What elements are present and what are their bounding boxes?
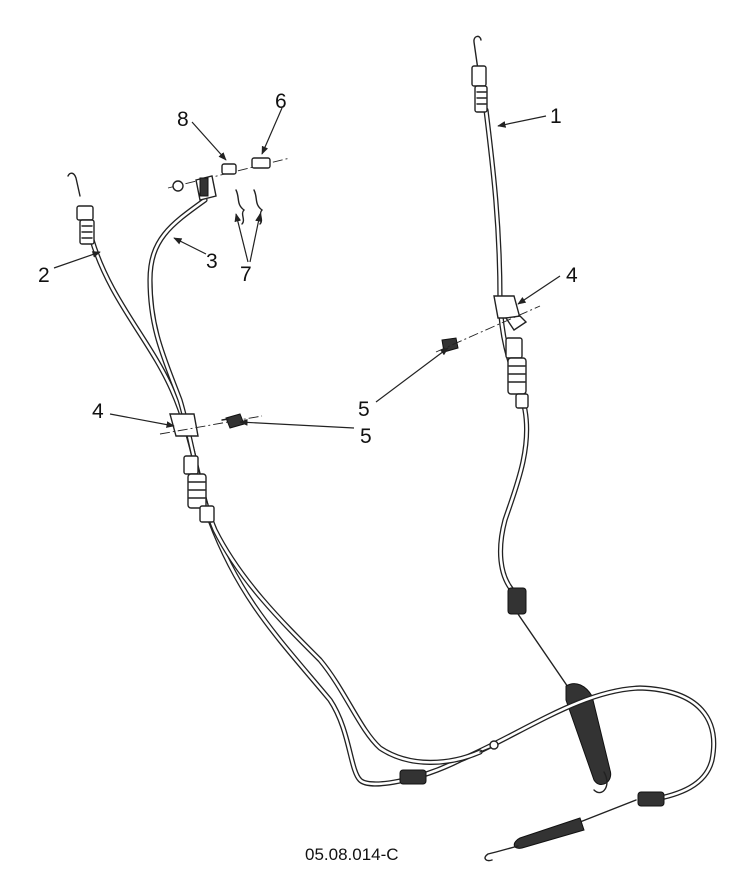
cable-1 bbox=[471, 35, 612, 794]
callout-6: 6 bbox=[275, 90, 287, 113]
callout-4-left: 4 bbox=[92, 400, 104, 423]
cable-bracket-left bbox=[159, 413, 263, 523]
callout-2: 2 bbox=[38, 264, 50, 287]
screw-5-right bbox=[435, 305, 541, 353]
callout-3: 3 bbox=[206, 250, 218, 273]
callout-5-left: 5 bbox=[360, 425, 372, 448]
callout-8: 8 bbox=[177, 108, 189, 131]
cable-2 bbox=[67, 172, 717, 862]
callout-5-right: 5 bbox=[358, 398, 370, 421]
screw-5-left bbox=[221, 413, 245, 429]
cable-3 bbox=[147, 197, 499, 785]
callout-7: 7 bbox=[240, 263, 252, 286]
figure-id: 05.08.014-C bbox=[305, 845, 399, 864]
callout-4-right: 4 bbox=[566, 264, 578, 287]
callout-1: 1 bbox=[550, 105, 562, 128]
leader-lines bbox=[53, 107, 561, 429]
top-mount bbox=[167, 157, 291, 225]
